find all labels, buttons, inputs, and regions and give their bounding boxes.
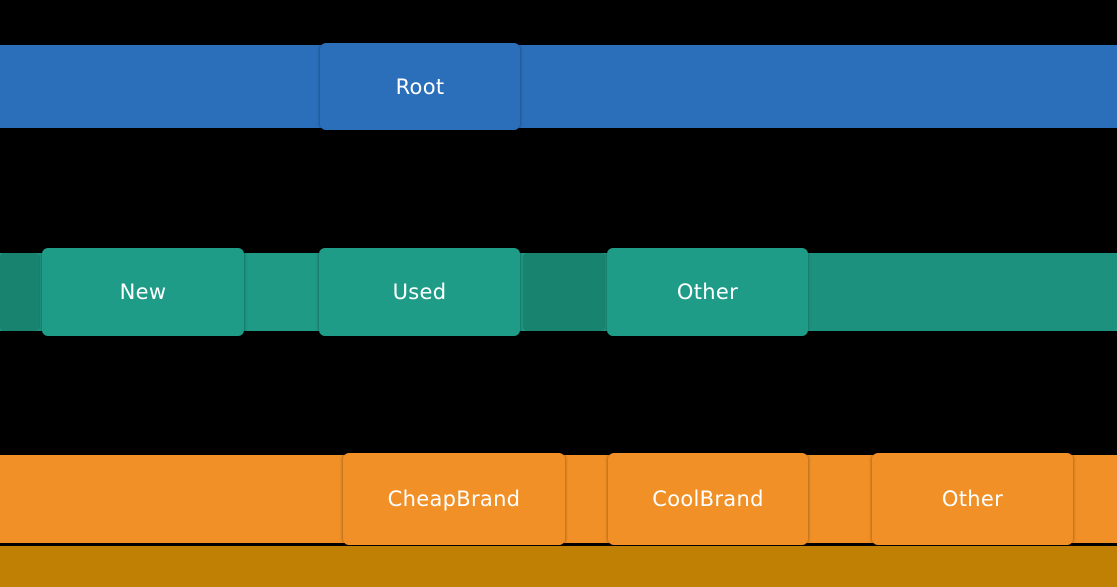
node-new: New <box>42 248 244 336</box>
level4-strip <box>0 546 1117 587</box>
level2-segment-right-medium <box>810 253 1117 331</box>
node-used-label: Used <box>392 280 447 304</box>
node-other-mid: Other <box>607 248 808 336</box>
node-coolbrand-label: CoolBrand <box>652 487 764 511</box>
node-other-mid-label: Other <box>676 280 739 304</box>
node-other-bottom-label: Other <box>941 487 1004 511</box>
level2-segment-left-dark <box>0 253 40 331</box>
node-used: Used <box>319 248 520 336</box>
node-root-label: Root <box>395 74 445 99</box>
node-coolbrand: CoolBrand <box>608 453 808 545</box>
level1-bar <box>0 45 1117 128</box>
node-other-bottom: Other <box>872 453 1073 545</box>
node-root: Root <box>320 43 520 130</box>
node-cheapbrand-label: CheapBrand <box>387 487 521 511</box>
level2-segment-mid-dark <box>523 253 605 331</box>
node-cheapbrand: CheapBrand <box>343 453 565 545</box>
node-new-label: New <box>119 280 167 304</box>
